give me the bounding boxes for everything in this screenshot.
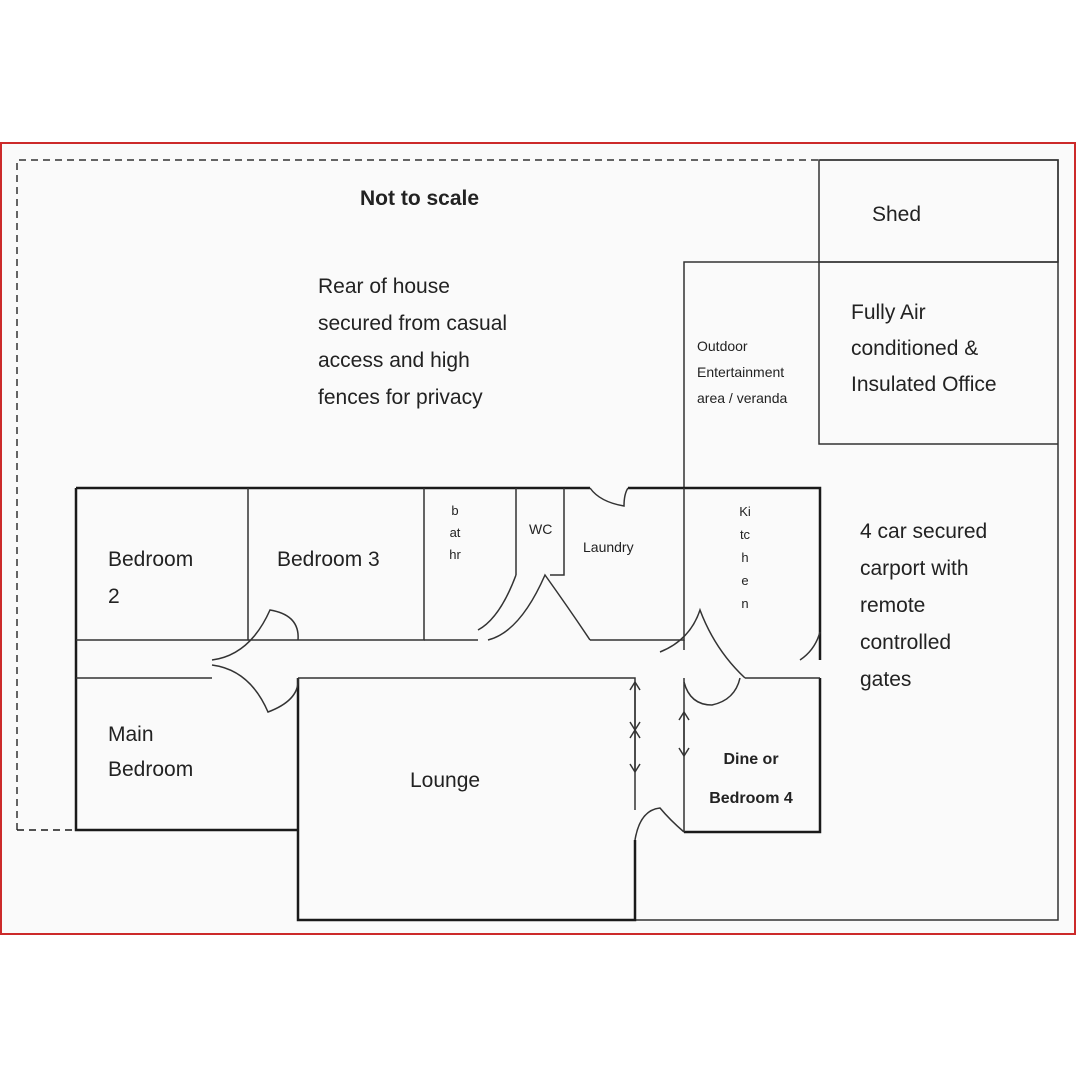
diagram-frame <box>0 142 1076 935</box>
outbuildings <box>683 159 1059 488</box>
door-swings <box>211 487 821 841</box>
bedroom2-label: Bedroom 2 <box>108 548 194 608</box>
office-label: Fully Air conditioned & Insulated Office <box>851 301 997 396</box>
bedroom3-label: Bedroom 3 <box>277 548 380 571</box>
bath-label: bathr <box>449 503 461 562</box>
main-bedroom-label: Main Bedroom <box>108 723 194 781</box>
shed-label: Shed <box>872 203 922 226</box>
laundry-label: Laundry <box>583 539 634 555</box>
house-walls <box>17 486 822 922</box>
wc-label: WC <box>529 521 553 537</box>
carport-label: 4 car secured carport with remote contro… <box>860 520 988 691</box>
kitchen-label: Kitchen <box>739 504 751 611</box>
rear-note: Rear of house secured from casual access… <box>318 275 508 409</box>
lounge-label: Lounge <box>410 769 481 792</box>
outdoor-label: Outdoor Entertainment area / veranda <box>697 338 788 406</box>
sliding-door-arrows <box>629 680 690 774</box>
not-to-scale-label: Not to scale <box>360 187 480 210</box>
dine-label: Dine or Bedroom 4 <box>709 751 793 807</box>
